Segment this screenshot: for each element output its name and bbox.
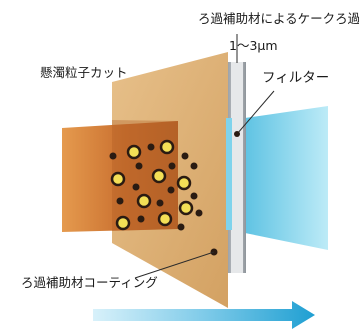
particle-cut-label: 懸濁粒子カット [40,65,128,80]
cake-size-label: 1～3μm [229,38,278,53]
filter-blue-strip [226,118,232,230]
particle-dark-icon [190,192,198,200]
particle-dark-icon [132,183,140,191]
particle-yellow-icon [126,144,142,160]
cake-filtration-label: ろ過補助材によるケークろ過 [198,11,359,26]
particle-yellow-icon [110,171,126,187]
filter-label: フィルター [262,70,330,86]
coating-leader-line [134,251,215,279]
particle-dark-icon [135,162,143,170]
aid-coating-label: ろ過補助材コーティング [21,275,158,290]
particle-yellow-icon [136,193,152,209]
particle-yellow-icon [178,200,194,216]
particle-dark-icon [156,199,164,207]
particle-yellow-icon [176,175,192,191]
filter-inner-face [231,62,243,273]
particle-dark-icon [137,215,145,223]
particle-dark-icon [177,223,185,231]
particle-yellow-icon [151,168,167,184]
clean-filtrate-panel [245,106,328,250]
particle-dark-icon [109,152,117,160]
suspended-particles [109,139,218,256]
filter-leader-dot [234,131,240,137]
particle-yellow-icon [157,211,173,227]
particle-yellow-icon [115,215,131,231]
particle-dark-icon [147,143,155,151]
particle-dark-icon [167,186,175,194]
particle-dark-icon [116,197,124,205]
particle-dark-icon [190,162,198,170]
particle-dark-icon [195,209,203,217]
particle-dark-icon [168,162,176,170]
particle-yellow-icon [159,139,175,155]
particle-dark-icon [181,152,189,160]
flow-arrow-icon [93,301,315,329]
filter-leader-line [236,90,275,135]
